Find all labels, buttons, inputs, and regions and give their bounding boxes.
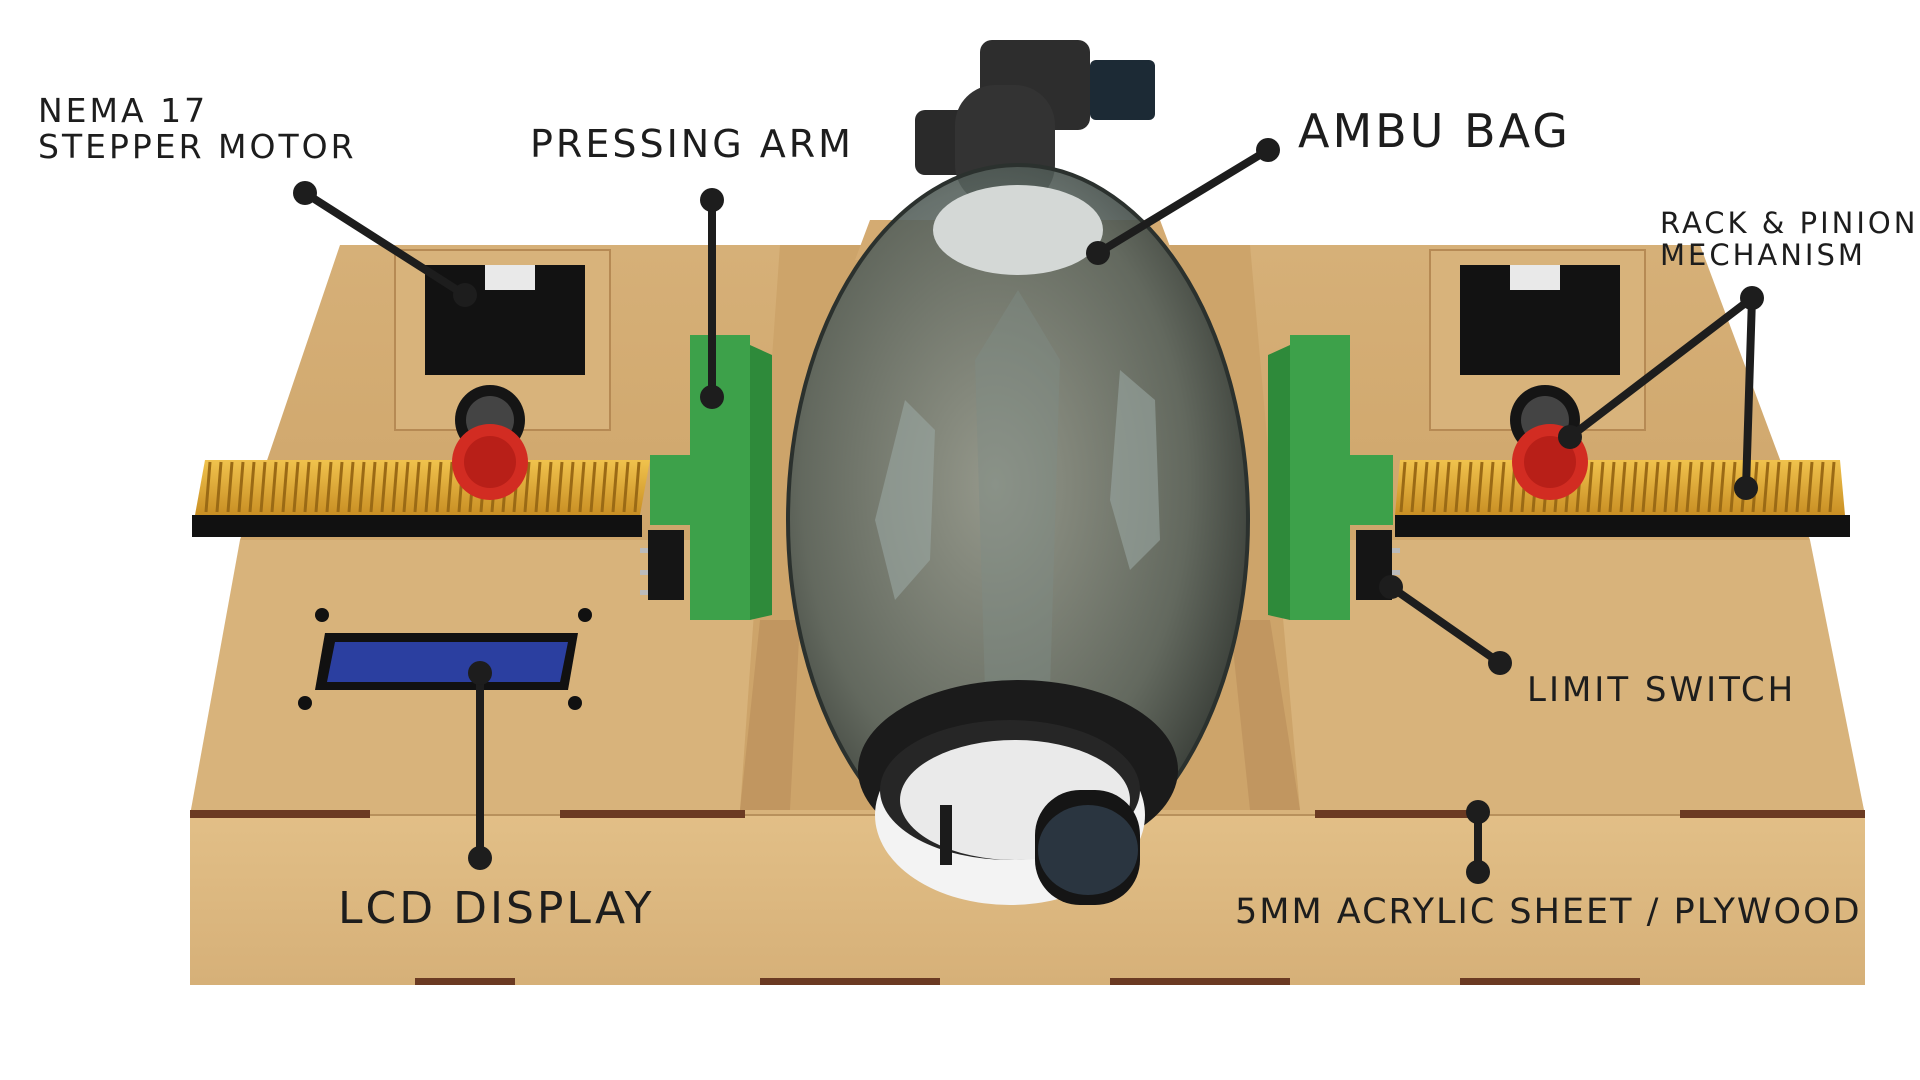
rack-tooth xyxy=(303,461,311,513)
rack-tooth xyxy=(435,461,443,513)
motor-housing-right xyxy=(1429,249,1646,455)
rack-tooth xyxy=(545,461,553,513)
callout-rack xyxy=(1558,286,1764,500)
rack-tooth xyxy=(1432,461,1440,513)
rack-tooth xyxy=(446,461,454,513)
finger-joints-bottom xyxy=(415,978,1640,985)
rack-tooth xyxy=(1487,461,1495,513)
callout-motor xyxy=(293,181,477,307)
rack-tooth xyxy=(611,461,619,513)
rack-tooth xyxy=(600,461,608,513)
rack-tooth xyxy=(578,461,586,513)
label-motor-line1: NEMA 17 xyxy=(38,91,209,130)
rack-tooth xyxy=(1443,461,1451,513)
rack-tooth xyxy=(1795,461,1803,513)
label-acrylic-sheet: 5MM ACRYLIC SHEET / PLYWOOD xyxy=(1235,892,1862,932)
rack-tooth xyxy=(402,461,410,513)
rack-tooth xyxy=(1597,461,1605,513)
rack-tooth xyxy=(248,461,256,513)
label-rack-line1: RACK & PINION xyxy=(1660,206,1919,240)
callouts xyxy=(293,138,1764,884)
label-lcd-display: LCD DISPLAY xyxy=(338,883,655,934)
rack-tooth xyxy=(1729,461,1737,513)
rack-tooth xyxy=(622,461,630,513)
lcd-display xyxy=(298,608,592,710)
rack-tooth xyxy=(259,461,267,513)
label-motor: NEMA 17 STEPPER MOTOR xyxy=(38,91,357,167)
rack-tooth xyxy=(1630,461,1638,513)
rack-tooth xyxy=(1498,461,1506,513)
rack-tooth xyxy=(281,461,289,513)
rack-tooth xyxy=(292,461,300,513)
rack-tooth xyxy=(1762,461,1770,513)
rack-tooth xyxy=(1454,461,1462,513)
rack-tooth xyxy=(237,461,245,513)
rack-tooth xyxy=(391,461,399,513)
label-motor-line2: STEPPER MOTOR xyxy=(38,127,357,167)
rack-tooth xyxy=(589,461,597,513)
label-limit-switch: LIMIT SWITCH xyxy=(1527,670,1797,710)
rack-tooth xyxy=(369,461,377,513)
rack-tooth xyxy=(424,461,432,513)
rack-left xyxy=(192,460,650,537)
rack-tooth xyxy=(567,461,575,513)
rack-tooth xyxy=(1663,461,1671,513)
label-ambu-bag: AMBU BAG xyxy=(1298,104,1571,158)
pressing-arm-left xyxy=(650,335,772,620)
limit-switch-left xyxy=(640,530,684,600)
rack-tooth xyxy=(413,461,421,513)
rack-tooth xyxy=(1421,461,1429,513)
rack-tooth xyxy=(1399,461,1407,513)
rack-tooth xyxy=(1806,461,1814,513)
rack-tooth xyxy=(336,461,344,513)
rack-tooth xyxy=(534,461,542,513)
rack-tooth xyxy=(1476,461,1484,513)
rack-tooth xyxy=(380,461,388,513)
rack-tooth xyxy=(270,461,278,513)
rack-tooth xyxy=(1410,461,1418,513)
rack-tooth xyxy=(1641,461,1649,513)
rack-tooth xyxy=(1652,461,1660,513)
label-rack-line2: MECHANISM xyxy=(1660,237,1866,272)
rack-tooth xyxy=(1685,461,1693,513)
rack-tooth xyxy=(325,461,333,513)
rack-tooth xyxy=(226,461,234,513)
callout-bag xyxy=(1086,138,1280,265)
rack-tooth xyxy=(215,461,223,513)
rack-tooth xyxy=(1608,461,1616,513)
callout-arm xyxy=(700,188,724,409)
ambu-bag xyxy=(786,40,1250,905)
rack-tooth xyxy=(1707,461,1715,513)
rack-tooth xyxy=(1696,461,1704,513)
rack-tooth xyxy=(1674,461,1682,513)
pressing-arm-right xyxy=(1268,335,1393,620)
rack-tooth xyxy=(633,461,641,513)
finger-joints-top xyxy=(190,810,1865,818)
callout-lcd xyxy=(468,661,492,870)
callout-switch xyxy=(1379,575,1512,675)
rack-tooth xyxy=(1817,461,1825,513)
callout-sheet xyxy=(1466,800,1490,884)
label-rack-pinion: RACK & PINION MECHANISM xyxy=(1660,206,1919,272)
rack-tooth xyxy=(1586,461,1594,513)
rack-tooth xyxy=(523,461,531,513)
rack-tooth xyxy=(1773,461,1781,513)
rack-tooth xyxy=(358,461,366,513)
rack-tooth xyxy=(556,461,564,513)
rack-tooth xyxy=(1784,461,1792,513)
pinion-left xyxy=(452,424,528,500)
rack-tooth xyxy=(1619,461,1627,513)
rack-right xyxy=(1395,460,1850,537)
rack-tooth xyxy=(347,461,355,513)
rack-tooth xyxy=(204,461,212,513)
rack-tooth xyxy=(1465,461,1473,513)
rack-tooth xyxy=(314,461,322,513)
rack-tooth xyxy=(1718,461,1726,513)
rack-tooth xyxy=(1828,461,1836,513)
motor-housing-left xyxy=(394,249,611,455)
label-pressing-arm: PRESSING ARM xyxy=(530,122,854,166)
